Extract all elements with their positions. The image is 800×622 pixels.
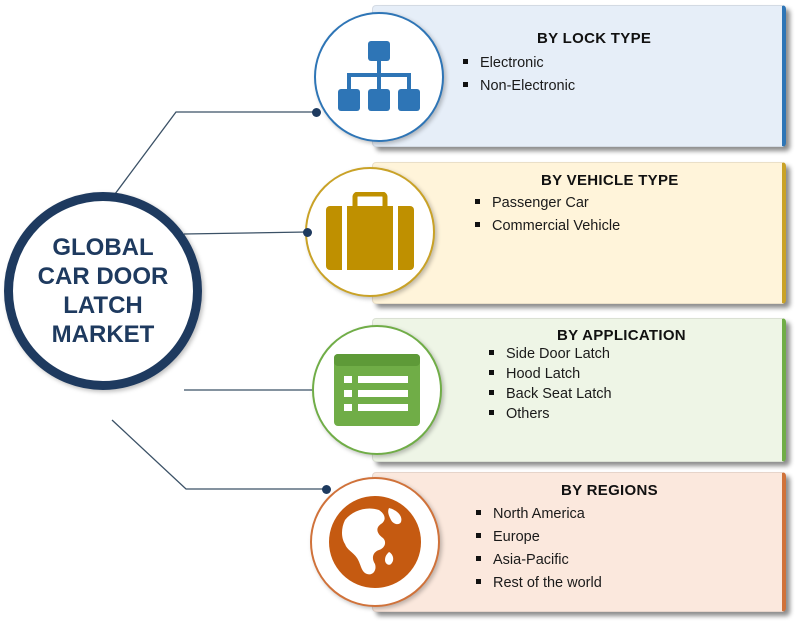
connector-vehicle-type [183,231,308,235]
globe-icon [329,496,421,588]
list-item: Passenger Car [475,192,620,215]
segment-icon-circle-vehicle-type [305,167,435,297]
hub-title-line: GLOBAL [52,234,154,261]
connector-dot [312,108,321,117]
connector-dot [322,485,331,494]
segment-list: North America Europe Asia-Pacific Rest o… [476,503,602,595]
hub-title-line: CAR DOOR [37,263,169,290]
segment-title: BY LOCK TYPE [537,30,652,47]
segment-title: BY REGIONS [561,482,658,499]
hub-title-line: LATCH [63,292,143,319]
segment-list: Passenger Car Commercial Vehicle [475,192,620,238]
connector-regions [111,419,326,490]
segment-panel-regions: BY REGIONS North America Europe Asia-Pac… [372,472,786,612]
segment-list: Electronic Non-Electronic [463,52,575,98]
list-window-icon [334,354,420,426]
list-item: Electronic [463,52,575,75]
hub-title: GLOBAL CAR DOOR LATCH MARKET [38,233,169,349]
segment-icon-circle-lock-type [314,12,444,142]
list-item: Asia-Pacific [476,549,602,572]
segment-list: Side Door Latch Hood Latch Back Seat Lat… [489,344,612,424]
segment-icon-circle-regions [310,477,440,607]
hub-title-line: MARKET [51,321,155,348]
list-item: Side Door Latch [489,344,612,364]
list-item: Rest of the world [476,572,602,595]
segment-icon-circle-application [312,325,442,455]
segment-title: BY APPLICATION [557,327,686,344]
list-item: Hood Latch [489,364,612,384]
segment-panel-vehicle-type: BY VEHICLE TYPE Passenger Car Commercial… [372,162,786,304]
briefcase-icon [326,192,414,270]
market-hub: GLOBAL CAR DOOR LATCH MARKET [4,192,202,390]
list-item: Commercial Vehicle [475,215,620,238]
segment-title: BY VEHICLE TYPE [541,172,679,189]
list-item: Non-Electronic [463,75,575,98]
list-item: Others [489,404,612,424]
connector-lock-type [111,111,316,199]
list-item: Back Seat Latch [489,384,612,404]
list-item: Europe [476,526,602,549]
connector-dot [303,228,312,237]
hierarchy-icon [338,41,420,111]
list-item: North America [476,503,602,526]
